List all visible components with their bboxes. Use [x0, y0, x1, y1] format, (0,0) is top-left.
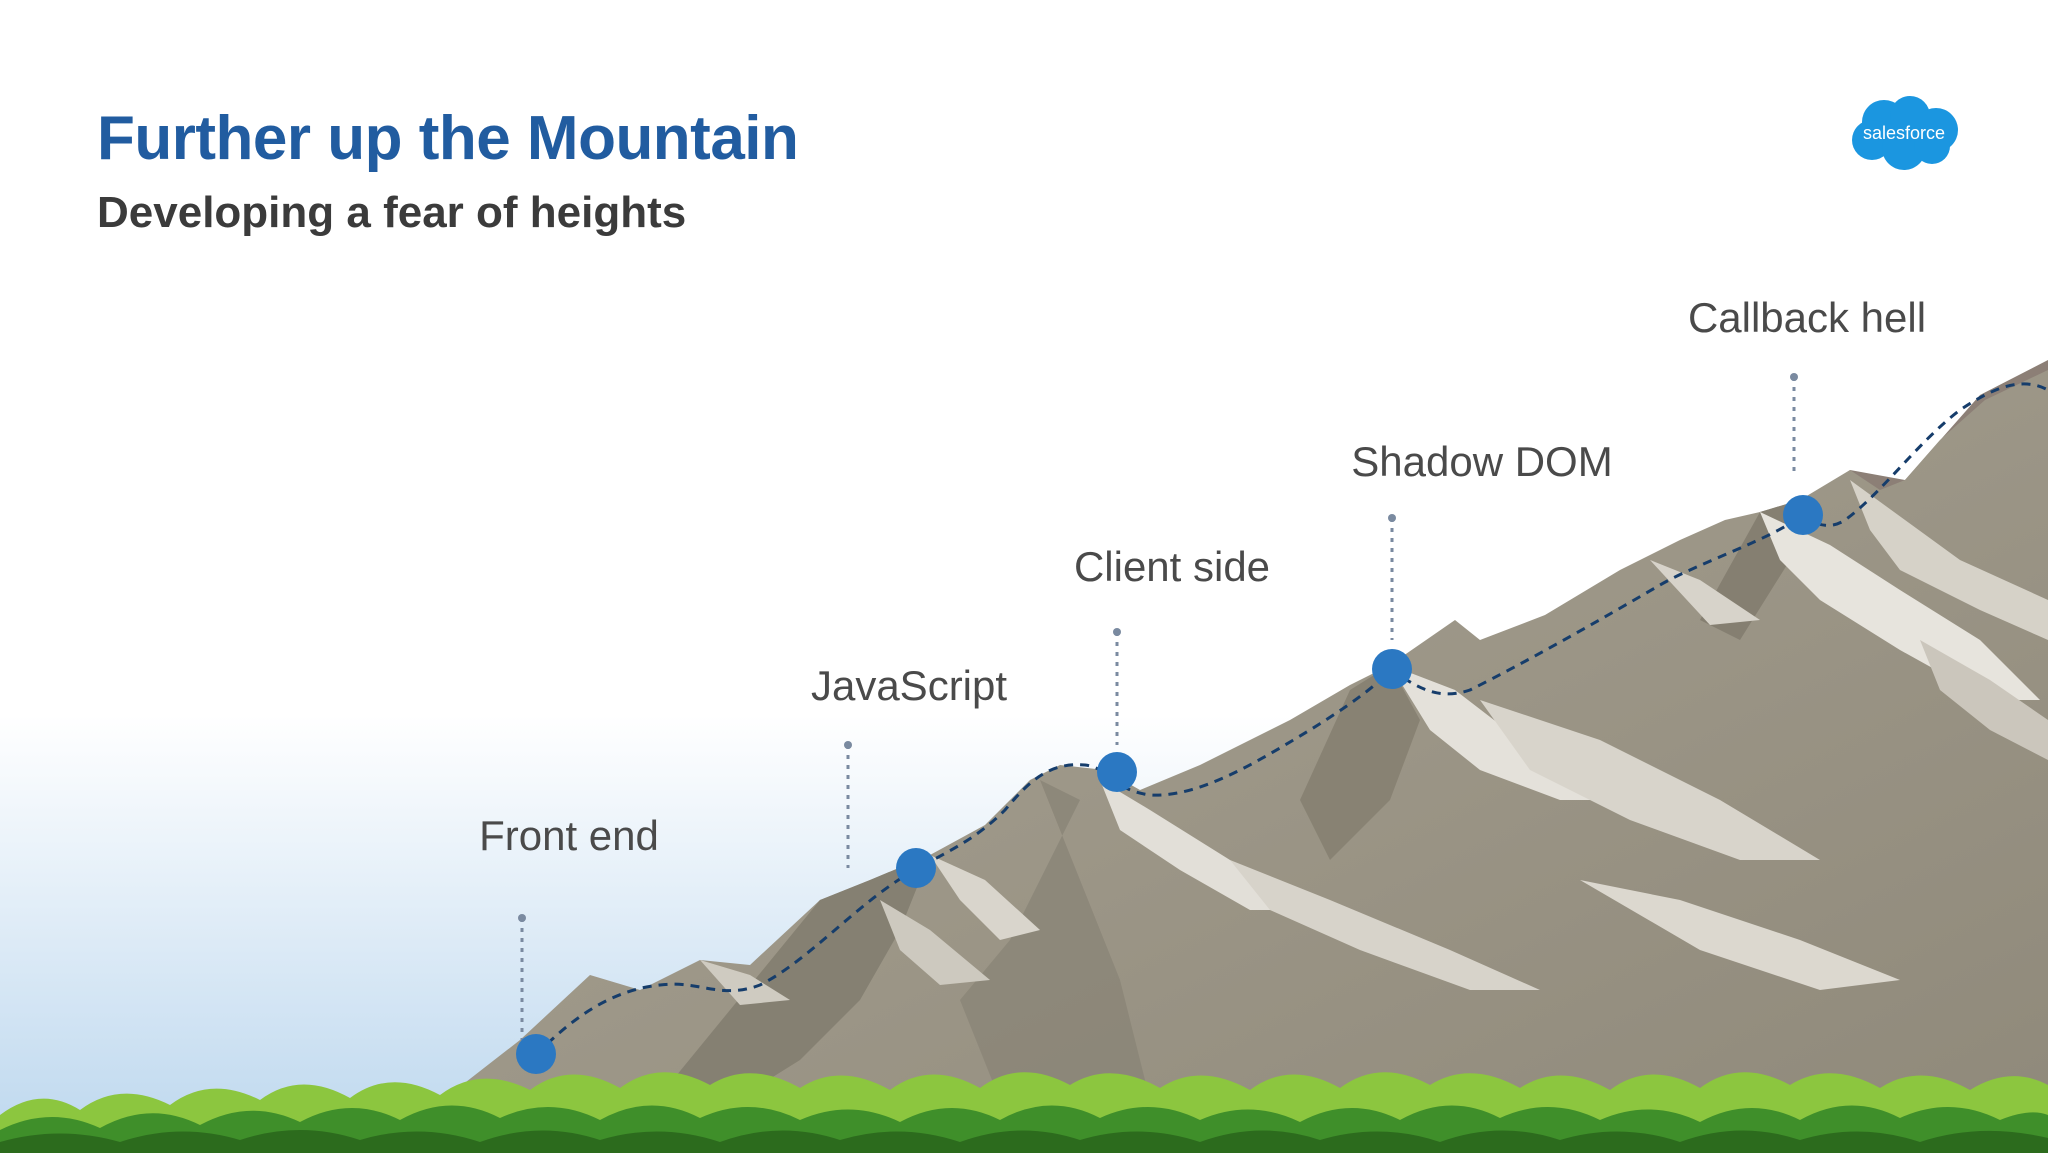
milestone-label-shadow-dom: Shadow DOM — [1351, 438, 1613, 485]
leader-dot — [844, 741, 852, 749]
leader-dot — [1113, 628, 1121, 636]
leader-dot — [1388, 514, 1396, 522]
milestone-marker[interactable] — [1372, 649, 1412, 689]
milestone-4 — [1372, 514, 1412, 689]
foliage — [0, 1072, 2048, 1153]
milestone-3 — [1097, 628, 1137, 792]
mountain — [430, 360, 2048, 1153]
milestone-marker[interactable] — [1783, 495, 1823, 535]
milestone-label-javascript: JavaScript — [810, 662, 1008, 709]
milestone-5 — [1783, 373, 1823, 535]
leader-dot — [518, 914, 526, 922]
milestone-label-callback-hell: Callback hell — [1687, 294, 1927, 341]
leader-dot — [1790, 373, 1798, 381]
milestone-2 — [844, 741, 936, 888]
salesforce-logo[interactable]: salesforce — [1848, 92, 1960, 172]
milestone-1 — [516, 914, 556, 1074]
slide-subtitle: Developing a fear of heights — [97, 188, 687, 237]
milestone-marker[interactable] — [896, 848, 936, 888]
milestone-marker[interactable] — [516, 1034, 556, 1074]
logo-wordmark: salesforce — [1862, 123, 1946, 143]
milestone-marker[interactable] — [1097, 752, 1137, 792]
milestone-label-client-side: Client side — [1073, 543, 1271, 590]
milestone-label-front-end: Front end — [479, 812, 659, 859]
slide-title: Further up the Mountain — [97, 104, 799, 173]
cloud-icon — [1852, 96, 1958, 170]
